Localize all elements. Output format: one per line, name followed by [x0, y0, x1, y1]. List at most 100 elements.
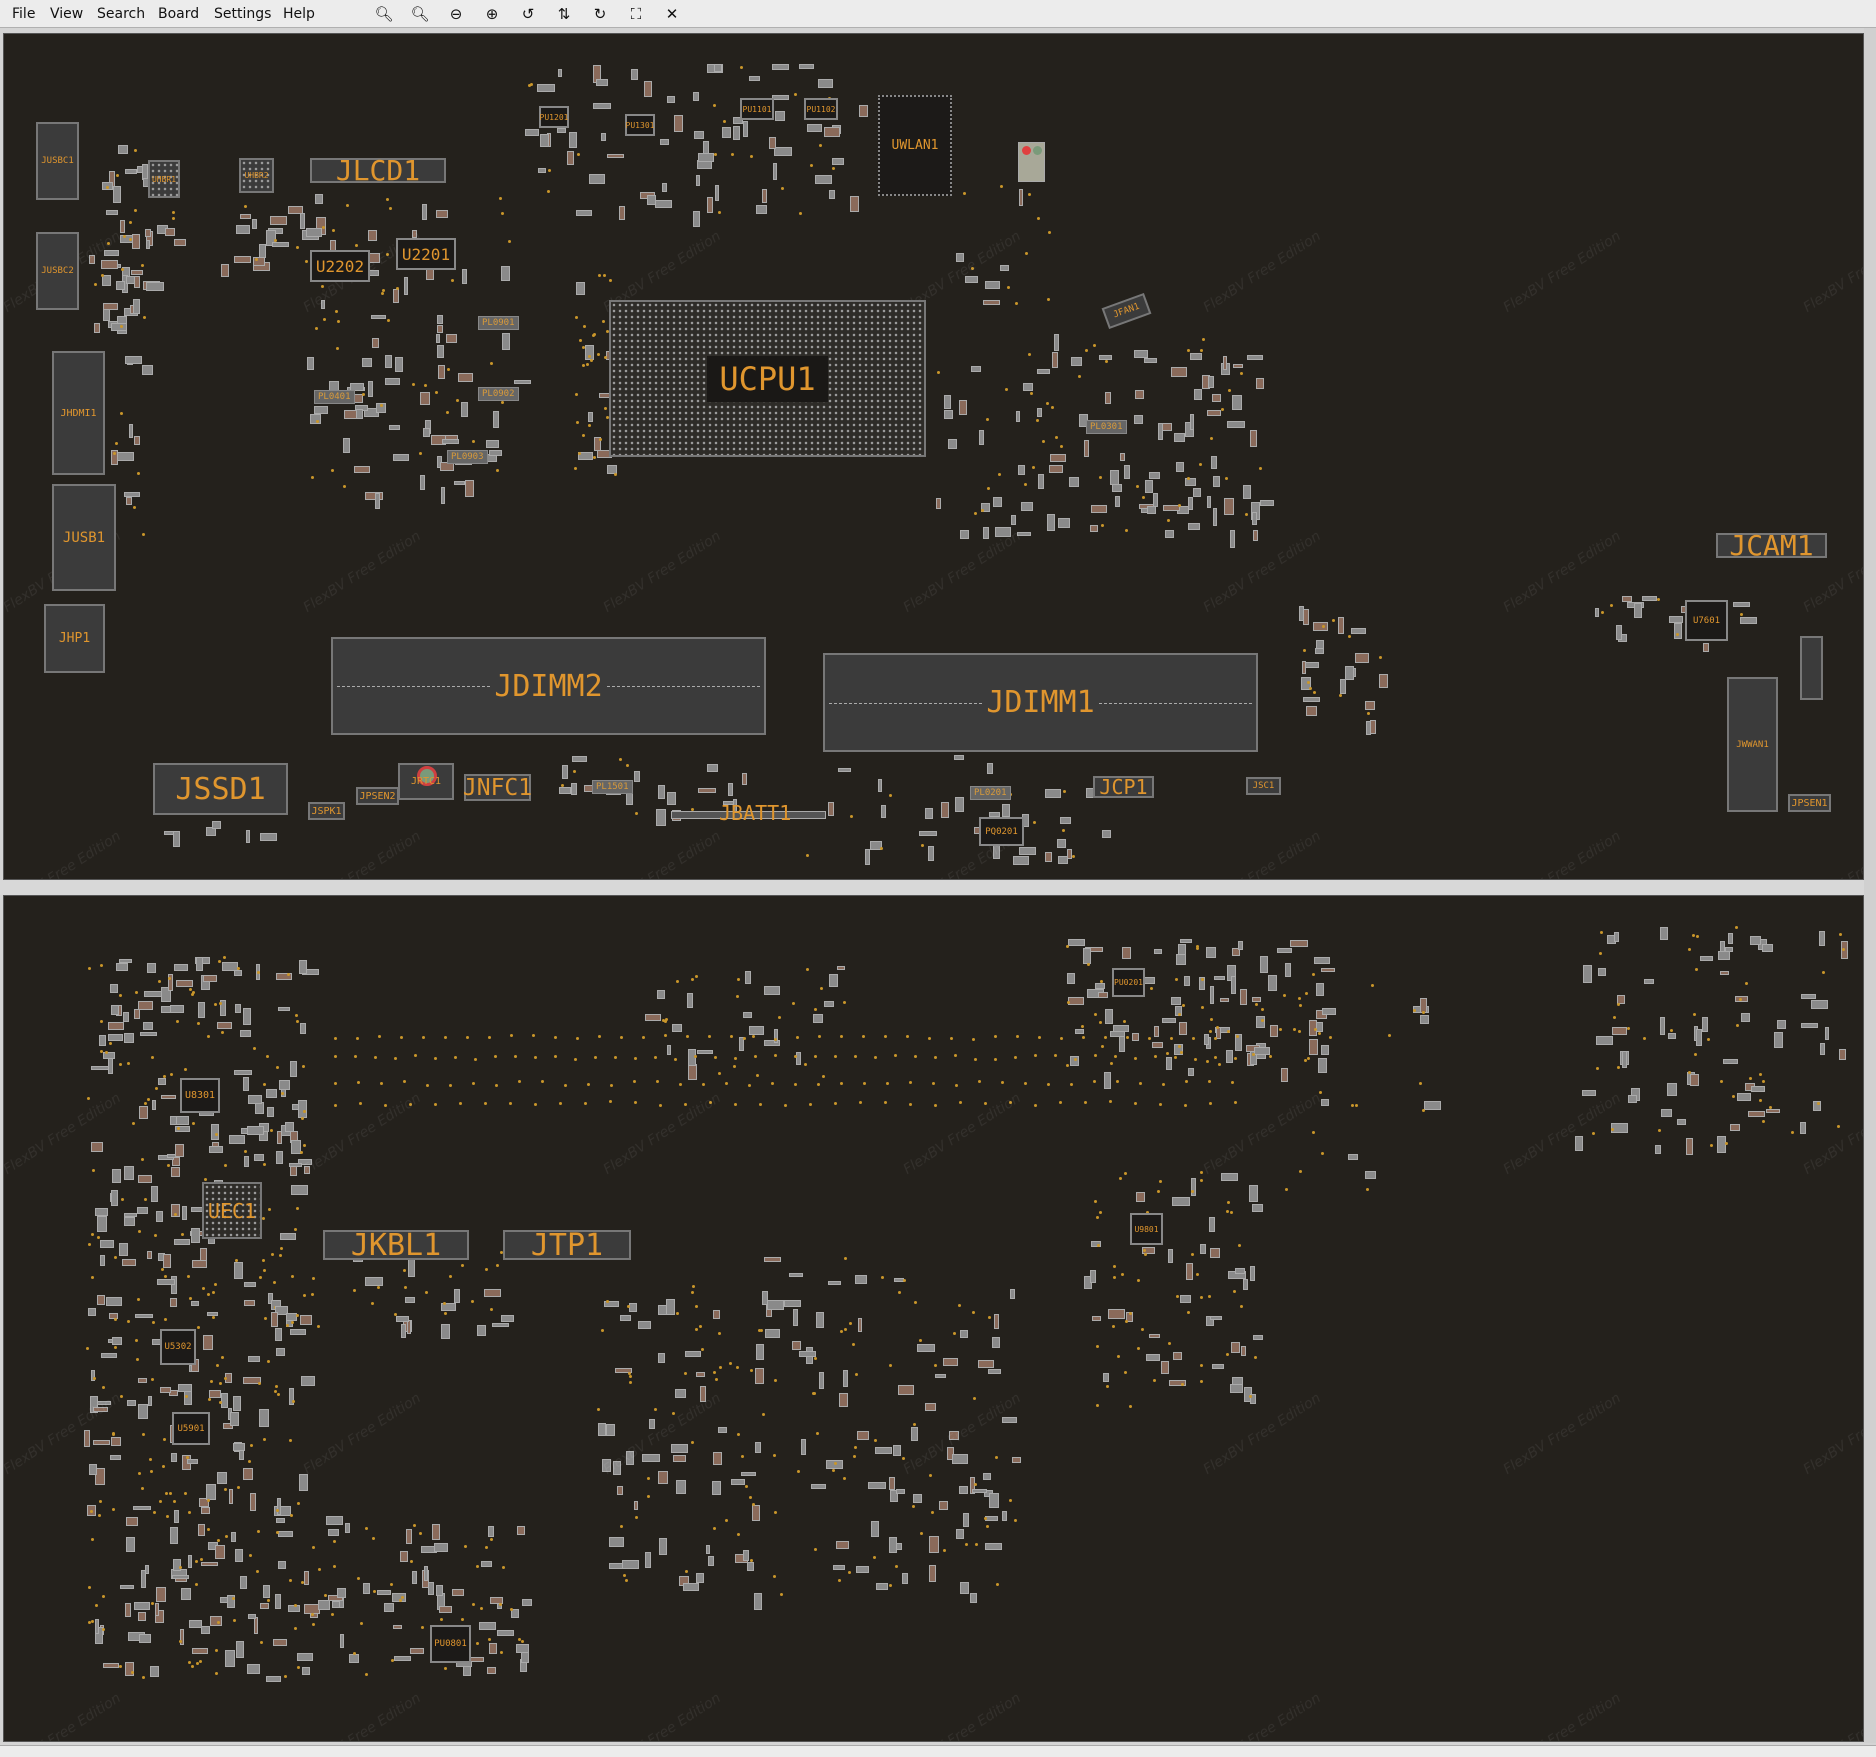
chip-PU1301[interactable]: PU1301 [625, 114, 655, 136]
module-UWLAN1[interactable]: UWLAN1 [878, 95, 952, 196]
menu-settings[interactable]: Settings [214, 6, 272, 22]
via [404, 1286, 408, 1290]
smd-part [1256, 1016, 1265, 1029]
smd-part [1068, 939, 1085, 946]
inductor-PL0401[interactable]: PL0401 [314, 390, 355, 404]
connector-unlabeled[interactable] [1800, 636, 1823, 700]
connector-JBATT1-body[interactable] [671, 811, 826, 819]
via [188, 1297, 192, 1301]
via [1014, 1056, 1017, 1060]
flip-icon[interactable]: ⇅ [557, 5, 571, 23]
close-icon[interactable]: ✕ [665, 5, 679, 23]
chip-U5302[interactable]: U5302 [160, 1329, 196, 1365]
via [127, 1062, 131, 1066]
cpu-UCPU1[interactable]: UCPU1 [609, 300, 926, 457]
inductor-PL0902[interactable]: PL0902 [478, 387, 519, 401]
component-label: JWWAN1 [1736, 739, 1769, 750]
smd-part [265, 1675, 281, 1682]
menu-search[interactable]: Search [97, 6, 146, 22]
zoom-in-icon[interactable]: ⊕ [485, 5, 499, 23]
connector-JHDMI1[interactable]: JHDMI1 [52, 351, 105, 475]
rotate-right-icon[interactable]: ↻ [593, 5, 607, 23]
zoom-to-fit-icon[interactable]: 🔍︎ [374, 5, 394, 23]
menu-file[interactable]: File [12, 6, 36, 22]
inductor-PL0903[interactable]: PL0903 [447, 450, 488, 464]
dimm-slot-JDIMM1[interactable]: JDIMM1 [823, 653, 1258, 752]
component-label: UHBR1 [151, 174, 177, 184]
via [1744, 981, 1748, 985]
via [401, 1595, 405, 1599]
via [258, 1276, 262, 1280]
connector-JSC1[interactable]: JSC1 [1246, 777, 1281, 795]
inductor-PL0301[interactable]: PL0301 [1086, 420, 1127, 434]
connector-JNFC1[interactable]: JNFC1 [463, 774, 532, 801]
via [267, 1208, 271, 1212]
connector-JCP1[interactable]: JCP1 [1093, 775, 1154, 799]
via [534, 1102, 537, 1106]
via [1136, 1346, 1140, 1350]
via [605, 1299, 609, 1303]
connector-JSPK1[interactable]: JSPK1 [308, 802, 345, 820]
inductor-PL0201[interactable]: PL0201 [970, 786, 1011, 800]
chip-U5901[interactable]: U5901 [172, 1412, 210, 1445]
connector-JUSB1[interactable]: JUSB1 [52, 484, 116, 591]
smd-part [175, 1126, 191, 1133]
connector-JKBL1[interactable]: JKBL1 [323, 1228, 469, 1263]
chip-U8301[interactable]: U8301 [180, 1078, 220, 1113]
via [634, 1056, 637, 1060]
smd-part [370, 314, 387, 319]
chip-UHBR1[interactable]: UHBR1 [148, 160, 180, 198]
smd-part [1134, 350, 1149, 358]
zoom-out-icon[interactable]: ⊖ [449, 5, 463, 23]
smd-part [1175, 953, 1186, 966]
zoom-selection-icon[interactable]: 🔍︎ [410, 5, 430, 23]
rotate-left-icon[interactable]: ↺ [521, 5, 535, 23]
chip-PU0201[interactable]: PU0201 [1112, 968, 1145, 997]
connector-JCAM1[interactable]: JCAM1 [1716, 529, 1827, 562]
center-view-icon[interactable]: ⛶ [630, 5, 642, 23]
chip-U7601[interactable]: U7601 [1685, 600, 1728, 641]
smd-part [404, 276, 409, 295]
inductor-PL0901[interactable]: PL0901 [478, 316, 519, 330]
via [1260, 1008, 1264, 1012]
connector-JPSEN1[interactable]: JPSEN1 [1788, 794, 1831, 812]
connector-JFAN1[interactable]: JFAN1 [1101, 292, 1152, 330]
connector-JHP1[interactable]: JHP1 [44, 604, 105, 673]
panel-separator[interactable] [0, 880, 1876, 895]
battery-JRTC1[interactable]: JRTC1 [398, 763, 454, 800]
via [597, 352, 601, 356]
chip-U2202[interactable]: U2202 [310, 250, 370, 282]
connector-JLCD1[interactable]: JLCD1 [310, 154, 446, 187]
menu-board[interactable]: Board [158, 6, 200, 22]
chip-UEC1[interactable]: UEC1 [202, 1182, 262, 1239]
connector-JWWAN1[interactable]: JWWAN1 [1727, 677, 1778, 812]
chip-PU1201[interactable]: PU1201 [539, 106, 569, 128]
smd-part [1703, 643, 1709, 652]
connector-JTP1[interactable]: JTP1 [503, 1228, 631, 1263]
via [371, 1536, 375, 1540]
smd-part [755, 205, 768, 215]
chip-PU1101[interactable]: PU1101 [740, 98, 774, 120]
chip-PQ0201[interactable]: PQ0201 [979, 817, 1024, 846]
chip-U2201[interactable]: U2201 [396, 238, 456, 270]
menu-help[interactable]: Help [283, 6, 315, 22]
via [422, 1036, 425, 1040]
inductor-PL1501[interactable]: PL1501 [592, 780, 633, 794]
chip-U9801[interactable]: U9801 [1130, 1213, 1163, 1245]
smd-part [395, 1315, 409, 1322]
via [1194, 1057, 1197, 1061]
chip-PU1102[interactable]: PU1102 [804, 98, 838, 120]
connector-JPSEN2[interactable]: JPSEN2 [356, 787, 399, 805]
menu-view[interactable]: View [50, 6, 84, 22]
connector-JSSD1[interactable]: JSSD1 [153, 763, 288, 815]
via [985, 1525, 989, 1529]
chip-PU0801[interactable]: PU0801 [430, 1625, 471, 1663]
connector-JUSBC2[interactable]: JUSBC2 [36, 232, 79, 310]
component-label: PQ0201 [985, 826, 1018, 837]
chip-UHBR2[interactable]: UHBR2 [239, 158, 274, 193]
dimm-slot-JDIMM2[interactable]: JDIMM2 [331, 637, 766, 735]
smd-part [1250, 1266, 1256, 1281]
connector-JUSBC1[interactable]: JUSBC1 [36, 122, 79, 200]
